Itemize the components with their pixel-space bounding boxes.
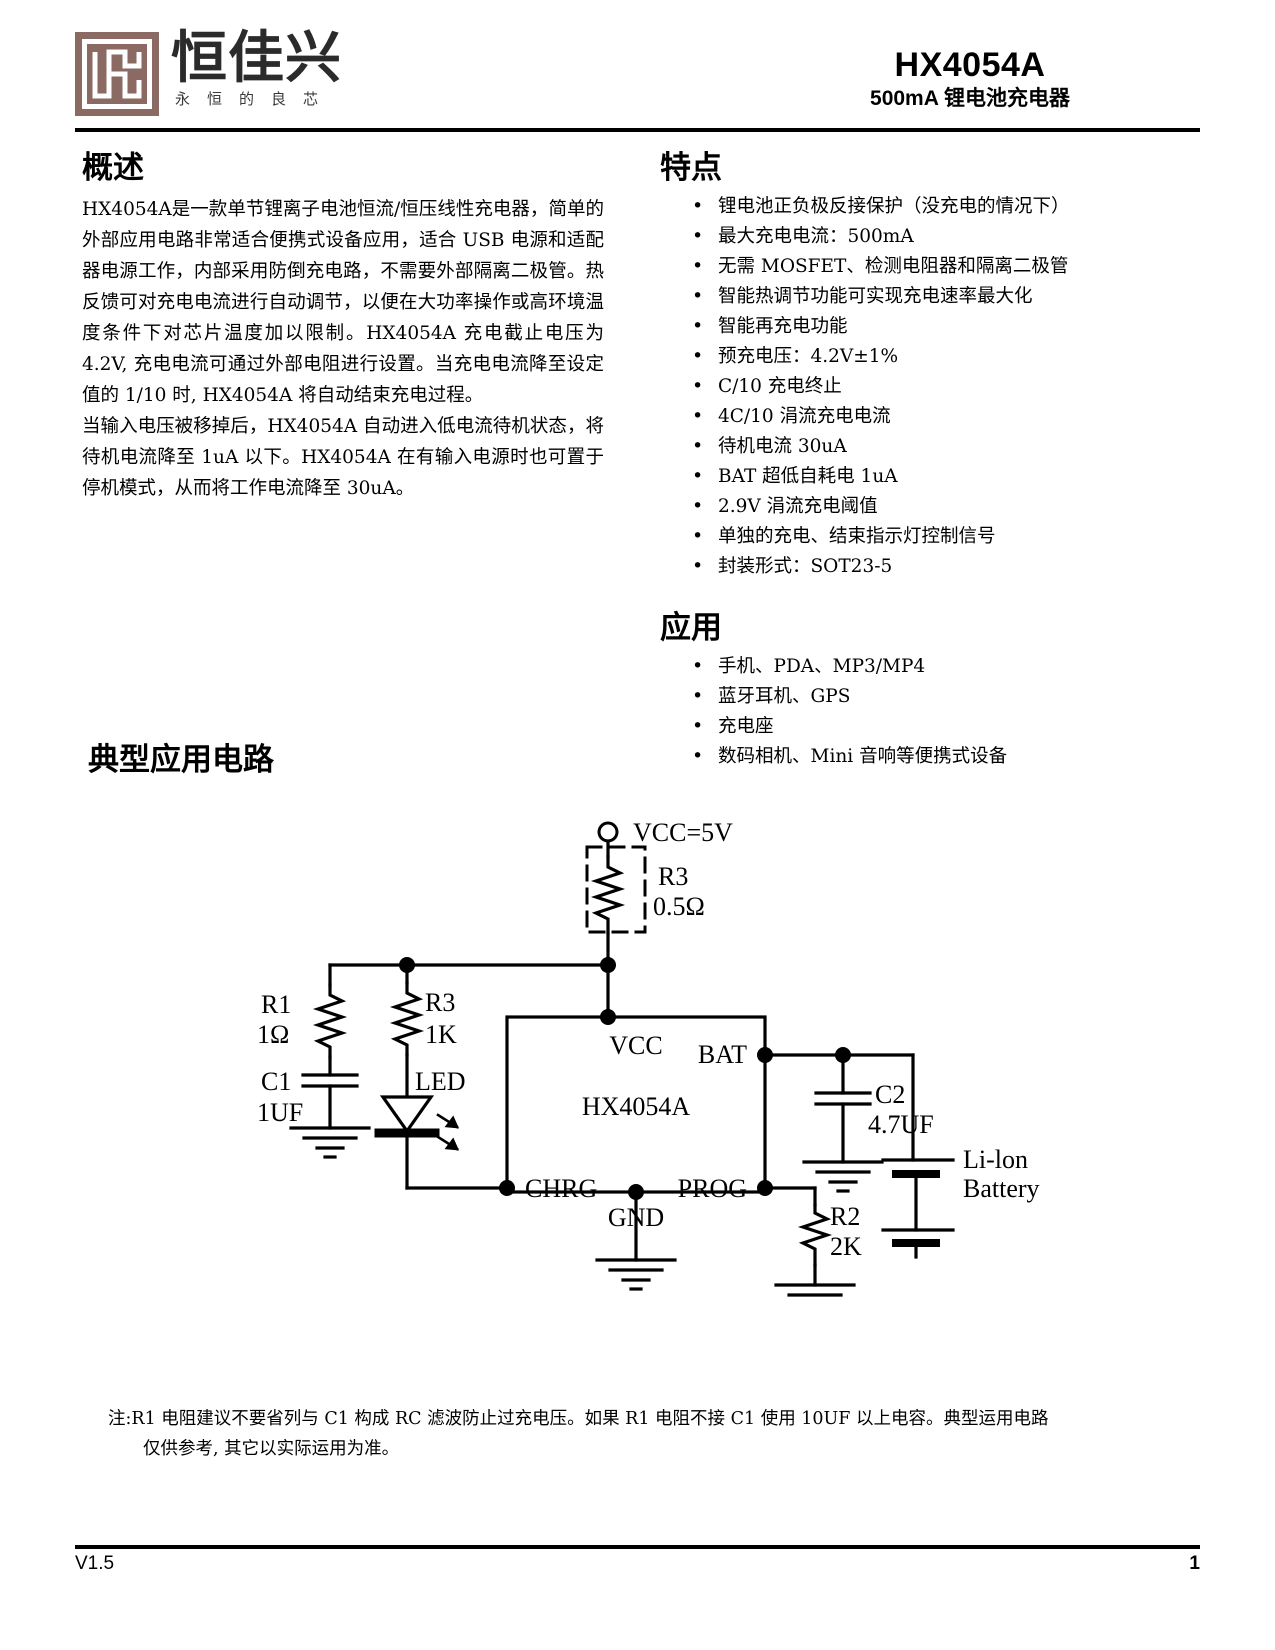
overview-heading: 概述: [82, 150, 144, 186]
logo-brand-text: 恒佳兴: [171, 26, 342, 91]
overview-paragraph-1: HX4054A是一款单节锂离子电池恒流/恒压线性充电器，简单的外部应用电路非常适…: [82, 194, 604, 411]
features-heading: 特点: [660, 150, 722, 186]
list-item: 智能热调节功能可实现充电速率最大化: [660, 281, 1205, 312]
vcc-terminal-node: [597, 821, 619, 843]
label-r3-led-value: 1K: [425, 1020, 457, 1049]
page-footer: V1.5 1: [75, 1553, 1200, 1575]
label-c1-value: 1UF: [257, 1098, 303, 1127]
document-title-block: HX4054A 500mA 锂电池充电器: [740, 46, 1200, 113]
list-item: 智能再充电功能: [660, 311, 1205, 342]
list-item: 手机、PDA、MP3/MP4: [660, 651, 1205, 682]
optional-component-box: [585, 845, 647, 934]
label-r3-sense-name: R3: [658, 862, 688, 891]
maze-h-logo-icon: [75, 32, 159, 116]
list-item: 封装形式：SOT23-5: [660, 551, 1205, 582]
label-pin-vcc: VCC: [609, 1031, 662, 1060]
label-r1-name: R1: [261, 990, 291, 1019]
header-divider: [75, 128, 1200, 132]
led-emission-arrows: [436, 1113, 460, 1151]
list-item: 充电座: [660, 711, 1205, 742]
label-c2-value: 4.7UF: [868, 1110, 934, 1139]
led-symbol: [379, 1095, 435, 1134]
label-battery-line2: Battery: [963, 1174, 1040, 1203]
circuit-schematic: VCC=5V R3 0.5Ω R1 1Ω C1 1UF R3 1K LED VC…: [257, 818, 1040, 1297]
label-r2-name: R2: [830, 1202, 860, 1231]
subtitle-chinese: 锂电池充电器: [943, 86, 1070, 110]
junction-dots: [399, 957, 851, 1200]
subtitle-current: 500mA: [870, 87, 939, 110]
applications-list: 手机、PDA、MP3/MP4 蓝牙耳机、GPS 充电座 数码相机、Mini 音响…: [660, 651, 1205, 772]
note-line-2: 仅供参考, 其它以实际运用为准。: [143, 1439, 400, 1459]
applications-heading: 应用: [660, 610, 722, 646]
logo-tagline: 永恒的良芯: [175, 90, 336, 108]
list-item: 4C/10 涓流充电电流: [660, 401, 1205, 432]
label-led: LED: [415, 1067, 466, 1096]
circuit-note: 注:R1 电阻建议不要省列与 C1 构成 RC 滤波防止过充电压。如果 R1 电…: [108, 1404, 1130, 1464]
list-item: 单独的充电、结束指示灯控制信号: [660, 521, 1205, 552]
label-pin-chrg: CHRG: [525, 1174, 597, 1203]
label-ic-partnum: HX4054A: [582, 1092, 691, 1121]
overview-text-2: 当输入电压被移掉后，HX4054A 自动进入低电流待机状态，将待机电流降至 1u…: [82, 416, 604, 499]
list-item: BAT 超低自耗电 1uA: [660, 461, 1205, 492]
list-item: 蓝牙耳机、GPS: [660, 681, 1205, 712]
footer-divider: [75, 1545, 1200, 1549]
list-item: C/10 充电终止: [660, 371, 1205, 402]
note-line-1: 注:R1 电阻建议不要省列与 C1 构成 RC 滤波防止过充电压。如果 R1 电…: [108, 1409, 1049, 1429]
resistor-r1: [312, 983, 348, 1059]
ic-body-hx4054a: [505, 1015, 767, 1194]
overview-paragraph-2: 当输入电压被移掉后，HX4054A 自动进入低电流待机状态，将待机电流降至 1u…: [82, 411, 604, 504]
label-pin-prog: PROG: [678, 1174, 747, 1203]
label-c2-name: C2: [875, 1080, 905, 1109]
list-item: 无需 MOSFET、检测电阻器和隔离二极管: [660, 251, 1205, 282]
part-subtitle: 500mA 锂电池充电器: [740, 84, 1200, 113]
page-header: 恒佳兴 永恒的良芯 HX4054A 500mA 锂电池充电器: [75, 26, 1200, 128]
page-number: 1: [1189, 1553, 1200, 1574]
label-pin-bat: BAT: [698, 1040, 747, 1069]
label-c1-name: C1: [261, 1067, 291, 1096]
label-battery-line1: Li-lon: [963, 1145, 1028, 1174]
label-r3-led-name: R3: [425, 988, 455, 1017]
label-pin-gnd: GND: [608, 1203, 664, 1232]
circuit-labels: VCC=5V R3 0.5Ω R1 1Ω C1 1UF R3 1K LED VC…: [257, 818, 1040, 1261]
features-column: 特点 锂电池正负极反接保护（没充电的情况下） 最大充电电流：500mA 无需 M…: [660, 150, 1205, 772]
list-item: 数码相机、Mini 音响等便携式设备: [660, 741, 1205, 772]
list-item: 待机电流 30uA: [660, 431, 1205, 462]
label-vcc-supply: VCC=5V: [633, 818, 733, 847]
label-r3-sense-value: 0.5Ω: [653, 892, 705, 921]
list-item: 最大充电电流：500mA: [660, 221, 1205, 252]
document-version: V1.5: [75, 1553, 115, 1574]
resistor-r3-led: [389, 981, 425, 1057]
company-logo: 恒佳兴 永恒的良芯: [75, 26, 342, 116]
part-number-title: HX4054A: [894, 46, 1046, 84]
label-r1-value: 1Ω: [257, 1020, 289, 1049]
overview-text-1: HX4054A是一款单节锂离子电池恒流/恒压线性充电器，简单的外部应用电路非常适…: [82, 199, 604, 406]
resistor-r2: [797, 1203, 833, 1267]
resistor-r3-sense: [590, 855, 626, 935]
label-r2-value: 2K: [830, 1232, 862, 1261]
list-item: 预充电压：4.2V±1%: [660, 341, 1205, 372]
list-item: 锂电池正负极反接保护（没充电的情况下）: [660, 191, 1205, 222]
overview-column: 概述 HX4054A是一款单节锂离子电池恒流/恒压线性充电器，简单的外部应用电路…: [82, 150, 604, 504]
list-item: 2.9V 涓流充电阈值: [660, 491, 1205, 522]
features-list: 锂电池正负极反接保护（没充电的情况下） 最大充电电流：500mA 无需 MOSF…: [660, 191, 1205, 582]
typical-application-circuit: VCC=5V R3 0.5Ω R1 1Ω C1 1UF R3 1K LED VC…: [75, 805, 1200, 1305]
circuit-heading: 典型应用电路: [88, 742, 274, 778]
